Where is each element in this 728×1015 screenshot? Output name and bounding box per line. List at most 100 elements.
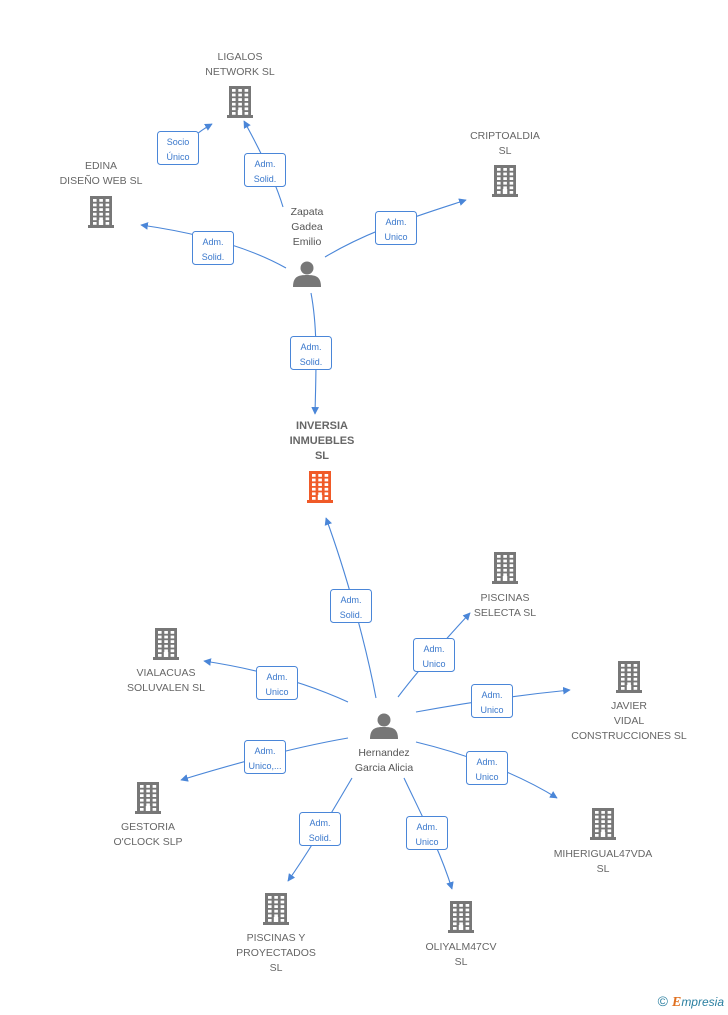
- edge-label-box[interactable]: Adm. Solid.: [330, 589, 372, 623]
- node-label: OLIYALM47CV: [425, 941, 496, 953]
- node-label: MIHERIGUAL47VDA: [554, 848, 653, 860]
- node-vialacuas[interactable]: VIALACUAS SOLUVALEN SL: [127, 628, 205, 694]
- node-inversia[interactable]: INVERSIA INMUEBLES SL: [290, 420, 355, 503]
- edge-label-box[interactable]: Adm. Solid.: [192, 231, 234, 265]
- edge-label-text: Adm.: [340, 595, 361, 605]
- edge-zapata-to-criptoaldia: Adm. Unico: [324, 198, 467, 258]
- node-label: SL: [315, 450, 329, 462]
- node-label: SOLUVALEN SL: [127, 682, 205, 694]
- node-label: VIDAL: [614, 715, 645, 727]
- edge-label-text: Adm.: [481, 690, 502, 700]
- edge-label-text: Adm.: [309, 818, 330, 828]
- edge-label-text: Unico: [475, 772, 498, 782]
- edge-label-box[interactable]: Adm. Unico: [466, 751, 508, 785]
- node-label: INVERSIA: [296, 420, 348, 432]
- edge-label-box[interactable]: Adm. Solid.: [299, 812, 341, 846]
- edge-hernandez-to-javier_vidal: Adm. Unico: [415, 684, 571, 718]
- building-icon: [227, 86, 253, 118]
- node-label: PROYECTADOS: [236, 947, 316, 959]
- edge-hernandez-to-piscinas_proy: Adm. Solid.: [287, 777, 353, 882]
- node-label: LIGALOS: [218, 51, 263, 63]
- edge-hernandez-to-mihierigual: Adm. Unico: [415, 741, 558, 799]
- node-label: JAVIER: [611, 700, 647, 712]
- edge-label-text: Unico,...: [248, 761, 281, 771]
- brand-footer: ©Empresia: [658, 993, 724, 1011]
- edge-label-box[interactable]: Adm.Unico: [406, 816, 448, 850]
- edge-label-text: Solid.: [309, 833, 332, 843]
- node-label: Zapata: [291, 206, 324, 218]
- edge-label-text: Solid.: [254, 174, 277, 184]
- edge-label-text: Adm.: [300, 342, 321, 352]
- edge-zapata-to-ligalos: Adm. Solid.: [243, 120, 286, 208]
- node-piscinas_proy[interactable]: PISCINAS Y PROYECTADOS SL: [236, 893, 316, 974]
- edge-label-text: Solid.: [300, 357, 323, 367]
- building-icon: [616, 661, 642, 693]
- edge-zapata-to-edina: Adm. Solid.: [140, 222, 287, 269]
- edge-label-text: Adm.: [423, 644, 444, 654]
- node-label: Gadea: [291, 221, 323, 233]
- edge-label-text: Adm.: [202, 237, 223, 247]
- edge-label-text: Adm.: [416, 822, 437, 832]
- node-criptoaldia[interactable]: CRIPTOALDIA SL: [470, 130, 540, 197]
- node-label: GESTORIA: [121, 821, 175, 833]
- edge-label-text: Unico: [265, 687, 288, 697]
- building-icon: [135, 782, 161, 814]
- edge-hernandez-to-vialacuas: Adm. Unico: [203, 658, 349, 703]
- building-icon: [263, 893, 289, 925]
- main-company-building-icon: [307, 471, 333, 503]
- edge-label-text: Solid.: [202, 252, 225, 262]
- edge-label-box[interactable]: Adm. Unico: [471, 684, 513, 718]
- edge-label-text: Adm.: [476, 757, 497, 767]
- node-label: INMUEBLES: [290, 435, 355, 447]
- node-edina[interactable]: EDINA DISEÑO WEB SL: [60, 160, 143, 228]
- edge-label-box[interactable]: Adm. Unico: [256, 666, 298, 700]
- node-label: O'CLOCK SLP: [113, 836, 182, 848]
- edge-label-text: Unico: [384, 232, 407, 242]
- edge-label-box[interactable]: Adm. Solid.: [244, 153, 286, 187]
- edge-label-text: Adm.: [254, 746, 275, 756]
- node-label: EDINA: [85, 160, 117, 172]
- edge-hernandez-to-inversia: Adm. Solid.: [324, 517, 377, 699]
- node-label: VIALACUAS: [137, 667, 196, 679]
- edge-label-text: Adm.: [266, 672, 287, 682]
- edge-hernandez-to-piscinas_selecta: Adm. Unico: [397, 612, 471, 698]
- building-icon: [153, 628, 179, 660]
- node-label: Emilio: [293, 236, 322, 248]
- edge-label-text: Socio: [167, 137, 190, 147]
- edge-hernandez-to-oliyalm: Adm.Unico: [403, 777, 454, 890]
- node-label: DISEÑO WEB SL: [60, 174, 143, 187]
- edge-label-text: Único: [166, 152, 189, 162]
- node-label: SL: [499, 145, 512, 157]
- node-label: Hernandez: [358, 747, 409, 759]
- edge-label-text: Unico: [480, 705, 503, 715]
- node-label: CRIPTOALDIA: [470, 130, 540, 142]
- node-label: SL: [270, 962, 283, 974]
- node-gestoria[interactable]: GESTORIA O'CLOCK SLP: [113, 782, 183, 848]
- edge-label-box[interactable]: Adm. Unico: [375, 211, 417, 245]
- brand-logo-letter: E: [671, 995, 682, 1010]
- node-label: SL: [455, 956, 468, 968]
- edge-hernandez-to-gestoria: Adm. Unico,...: [180, 737, 349, 782]
- person-icon: [370, 713, 398, 739]
- edge-label-box[interactable]: Adm. Unico: [413, 638, 455, 672]
- edge-label-box[interactable]: Adm. Solid.: [290, 336, 332, 370]
- node-label: PISCINAS Y: [247, 932, 306, 944]
- node-label: SELECTA SL: [474, 607, 536, 619]
- building-icon: [448, 901, 474, 933]
- edge-label-text: Adm.: [385, 217, 406, 227]
- edge-label-text: Solid.: [340, 610, 363, 620]
- person-icon: [293, 261, 321, 287]
- node-oliyalm[interactable]: OLIYALM47CV SL: [425, 901, 497, 968]
- edge-label-text: Adm.: [254, 159, 275, 169]
- edge-label-box[interactable]: Adm. Unico,...: [244, 740, 286, 774]
- edge-label-text: Unico: [422, 659, 445, 669]
